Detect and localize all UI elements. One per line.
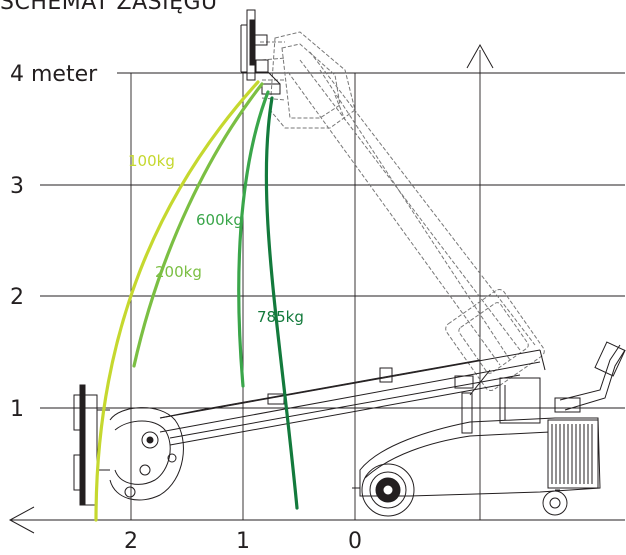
curve-labels: 100kg 200kg 600kg 785kg: [128, 152, 304, 326]
arrow-left-icon: [8, 506, 35, 534]
x-tick-label-2: 2: [124, 529, 138, 551]
main-wheel: [352, 464, 414, 516]
lowered-boom: [160, 350, 545, 445]
curve-600kg: [237, 90, 270, 388]
machine-body: [360, 342, 625, 515]
curve-100kg: [94, 80, 260, 522]
raised-attachment: [241, 10, 280, 94]
curve-label-600kg: 600kg: [196, 211, 243, 229]
load-curves: [94, 80, 299, 522]
axis-arrows: [8, 43, 494, 534]
grid: [10, 50, 625, 521]
x-tick-label-1: 1: [236, 529, 250, 551]
raised-boom-dashed: [260, 32, 547, 393]
y-tick-label-4: 4 meter: [10, 62, 98, 87]
y-tick-label-3: 3: [10, 174, 24, 199]
y-tick-label-2: 2: [10, 285, 24, 310]
curve-785kg: [264, 96, 299, 510]
arrow-up-icon: [466, 43, 494, 69]
page-title: SCHEMAT ZASIĘGU: [0, 0, 218, 15]
curve-label-100kg: 100kg: [128, 152, 175, 170]
curve-200kg: [132, 82, 264, 368]
x-tick-label-0: 0: [348, 529, 362, 551]
lowered-attachment: [74, 385, 200, 505]
machine-drawing: [74, 10, 625, 516]
curve-label-200kg: 200kg: [155, 263, 202, 281]
cooling-grille: [552, 424, 592, 484]
y-tick-label-1: 1: [10, 397, 24, 422]
x-axis-labels: 2 1 0: [124, 529, 362, 554]
curve-label-785kg: 785kg: [257, 308, 304, 326]
y-axis-labels: 4 meter 3 2 1: [10, 62, 98, 422]
